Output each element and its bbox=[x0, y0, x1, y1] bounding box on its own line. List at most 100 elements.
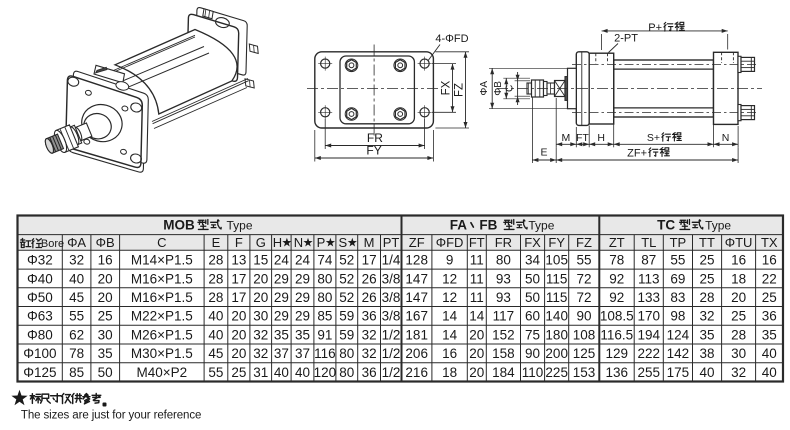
svg-text:38: 38 bbox=[699, 346, 714, 361]
svg-text:Φ63: Φ63 bbox=[27, 309, 53, 324]
svg-text:59: 59 bbox=[339, 309, 354, 324]
svg-text:52: 52 bbox=[339, 290, 354, 305]
svg-text:20: 20 bbox=[231, 309, 246, 324]
svg-text:3/8: 3/8 bbox=[382, 271, 401, 286]
svg-text:25: 25 bbox=[699, 253, 714, 268]
svg-text:1/4: 1/4 bbox=[382, 253, 401, 268]
svg-text:80: 80 bbox=[317, 271, 332, 286]
svg-text:152: 152 bbox=[492, 327, 515, 342]
svg-text:90: 90 bbox=[525, 346, 540, 361]
svg-text:14: 14 bbox=[442, 309, 458, 324]
svg-text:29: 29 bbox=[295, 271, 310, 286]
svg-text:52: 52 bbox=[339, 271, 354, 286]
svg-text:110: 110 bbox=[522, 365, 544, 380]
svg-text:FA: FA bbox=[450, 218, 468, 233]
svg-text:30: 30 bbox=[98, 327, 113, 342]
svg-text:Φ80: Φ80 bbox=[27, 327, 53, 342]
svg-text:TT: TT bbox=[699, 235, 715, 250]
svg-text:74: 74 bbox=[317, 253, 333, 268]
svg-text:1/2: 1/2 bbox=[382, 365, 401, 380]
svg-text:G: G bbox=[256, 235, 266, 250]
svg-text:M26×P1.5: M26×P1.5 bbox=[131, 327, 193, 342]
svg-text:FY: FY bbox=[548, 235, 565, 250]
svg-text:55: 55 bbox=[69, 309, 84, 324]
svg-text:80: 80 bbox=[317, 290, 332, 305]
svg-text:206: 206 bbox=[405, 346, 428, 361]
svg-text:78: 78 bbox=[69, 346, 84, 361]
svg-text:11: 11 bbox=[470, 290, 484, 305]
svg-text:92: 92 bbox=[609, 290, 624, 305]
svg-text:29: 29 bbox=[274, 271, 289, 286]
svg-text:ZF: ZF bbox=[409, 235, 425, 250]
svg-text:Φ40: Φ40 bbox=[27, 271, 53, 286]
svg-text:FT: FT bbox=[576, 132, 589, 144]
svg-text:FZ: FZ bbox=[576, 235, 592, 250]
svg-text:80: 80 bbox=[496, 253, 511, 268]
svg-text:20: 20 bbox=[253, 271, 268, 286]
svg-text:ΦB: ΦB bbox=[96, 235, 115, 250]
svg-text:FR: FR bbox=[495, 235, 512, 250]
svg-text:216: 216 bbox=[405, 365, 428, 380]
svg-text:Type: Type bbox=[528, 219, 554, 233]
svg-text:50: 50 bbox=[525, 271, 540, 286]
svg-text:20: 20 bbox=[731, 290, 746, 305]
svg-text:9: 9 bbox=[446, 253, 454, 268]
svg-text:FT: FT bbox=[469, 235, 485, 250]
svg-text:24: 24 bbox=[295, 253, 311, 268]
svg-text:16: 16 bbox=[731, 253, 746, 268]
svg-text:28: 28 bbox=[731, 327, 746, 342]
svg-text:80: 80 bbox=[339, 346, 354, 361]
svg-text:14: 14 bbox=[469, 309, 485, 324]
svg-text:24: 24 bbox=[274, 253, 290, 268]
svg-text:37: 37 bbox=[274, 346, 289, 361]
svg-text:55: 55 bbox=[208, 365, 223, 380]
svg-text:85: 85 bbox=[317, 309, 332, 324]
svg-text:ΦA: ΦA bbox=[67, 235, 86, 250]
svg-text:40: 40 bbox=[295, 365, 310, 380]
svg-text:18: 18 bbox=[731, 271, 746, 286]
svg-text:3/8: 3/8 bbox=[382, 290, 401, 305]
svg-text:E: E bbox=[212, 235, 221, 250]
svg-text:30: 30 bbox=[731, 346, 746, 361]
svg-text:60: 60 bbox=[525, 309, 540, 324]
svg-text:170: 170 bbox=[638, 309, 661, 324]
svg-text:H: H bbox=[597, 132, 605, 144]
svg-text:18: 18 bbox=[442, 365, 457, 380]
svg-text:14: 14 bbox=[442, 327, 458, 342]
svg-text:C: C bbox=[157, 235, 166, 250]
svg-text:20: 20 bbox=[98, 290, 113, 305]
svg-text:147: 147 bbox=[405, 290, 428, 305]
svg-text:16: 16 bbox=[442, 346, 457, 361]
svg-text:62: 62 bbox=[69, 327, 84, 342]
svg-text:124: 124 bbox=[667, 327, 690, 342]
svg-text:M30×P1.5: M30×P1.5 bbox=[131, 346, 193, 361]
svg-text:Φ50: Φ50 bbox=[27, 290, 53, 305]
svg-text:93: 93 bbox=[496, 290, 511, 305]
svg-text:29: 29 bbox=[274, 309, 289, 324]
svg-text:255: 255 bbox=[638, 365, 661, 380]
svg-text:40: 40 bbox=[208, 327, 223, 342]
svg-text:29: 29 bbox=[274, 290, 289, 305]
svg-text:184: 184 bbox=[492, 365, 515, 380]
svg-text:11: 11 bbox=[470, 253, 484, 268]
svg-text:TL: TL bbox=[641, 235, 656, 250]
svg-text:17: 17 bbox=[362, 253, 377, 268]
svg-text:FB: FB bbox=[479, 218, 497, 233]
svg-text:M16×P1.5: M16×P1.5 bbox=[131, 271, 193, 286]
svg-text:36: 36 bbox=[762, 309, 777, 324]
svg-text:37: 37 bbox=[295, 346, 310, 361]
svg-text:115: 115 bbox=[546, 271, 568, 286]
svg-text:E: E bbox=[540, 147, 547, 159]
svg-text:30: 30 bbox=[253, 309, 268, 324]
svg-text:175: 175 bbox=[667, 365, 690, 380]
svg-text:117: 117 bbox=[493, 309, 515, 324]
svg-text:32: 32 bbox=[253, 346, 268, 361]
svg-text:115: 115 bbox=[546, 290, 568, 305]
svg-text:C: C bbox=[505, 85, 516, 92]
svg-text:36: 36 bbox=[362, 309, 377, 324]
svg-text:28: 28 bbox=[699, 290, 714, 305]
svg-text:TX: TX bbox=[761, 235, 778, 250]
svg-text:25: 25 bbox=[98, 309, 113, 324]
svg-text:1/2: 1/2 bbox=[382, 346, 401, 361]
svg-text:85: 85 bbox=[69, 365, 84, 380]
